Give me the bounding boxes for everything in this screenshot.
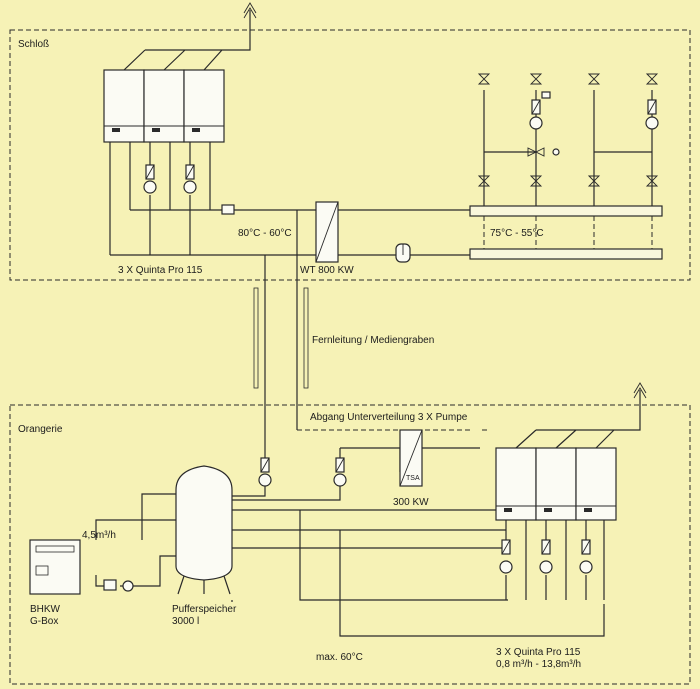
supply-temp-label: 80°C - 60°C: [238, 228, 292, 239]
boiler-unit: [575, 447, 617, 521]
section-frame-lower: [9, 404, 691, 685]
boiler-unit: [495, 447, 537, 521]
buffer-tank: [175, 465, 233, 595]
boiler-unit: [143, 69, 185, 143]
chp-flow-label: 4,5m³/h: [82, 530, 116, 541]
chp-unit: [29, 539, 81, 595]
chp-label-2: G-Box: [30, 616, 58, 627]
boiler-unit: [103, 69, 145, 143]
chimney-arrow-icon: [633, 382, 647, 399]
boilers-bottom-label-1: 3 X Quinta Pro 115: [496, 647, 581, 658]
distribution-branches: [477, 73, 659, 249]
filter-icon: [103, 579, 117, 591]
boilers-bottom-label-2: 0,8 m³/h - 13,8m³/h: [496, 659, 581, 670]
pump-icon: [333, 473, 347, 487]
supply-header: [469, 205, 663, 217]
subdistribution-label: Abgang Unterverteilung 3 X Pumpe: [310, 412, 468, 423]
max-temp-label: max. 60°C: [316, 652, 363, 663]
exchanger-300-label: 300 KW: [393, 497, 429, 508]
boiler-unit: [183, 69, 225, 143]
boilers-top-label: 3 X Quinta Pro 115: [118, 265, 203, 276]
buffer-label-1: Pufferspeicher: [172, 604, 237, 615]
flue-pipe: [123, 10, 251, 71]
distribution-temp-label: 75°C - 55°C: [490, 228, 544, 239]
section-frame-upper: [9, 29, 691, 281]
chimney-arrow-icon: [243, 2, 257, 19]
return-header: [469, 248, 663, 260]
boiler-pumps-top: [109, 142, 211, 255]
district-line-label: Fernleitung / Mediengraben: [312, 335, 434, 346]
pump-icon: [122, 580, 134, 592]
flue-pipe: [515, 390, 641, 449]
district-heating-line: [253, 210, 309, 460]
boiler-group-bottom: [495, 447, 617, 521]
tsa-label: TSA: [406, 475, 420, 482]
section-label-upper: Schloß: [18, 39, 49, 50]
pump-icon: [258, 473, 272, 487]
chp-label-1: BHKW: [30, 604, 61, 615]
boiler-unit: [535, 447, 577, 521]
section-label-lower: Orangerie: [18, 424, 63, 435]
buffer-label-2: 3000 l: [172, 616, 199, 627]
boiler-pumps-bottom: [499, 520, 605, 600]
boiler-group-top: [103, 69, 225, 143]
exchanger-800-label: WT 800 KW: [300, 265, 354, 276]
filter-icon: [221, 204, 235, 215]
